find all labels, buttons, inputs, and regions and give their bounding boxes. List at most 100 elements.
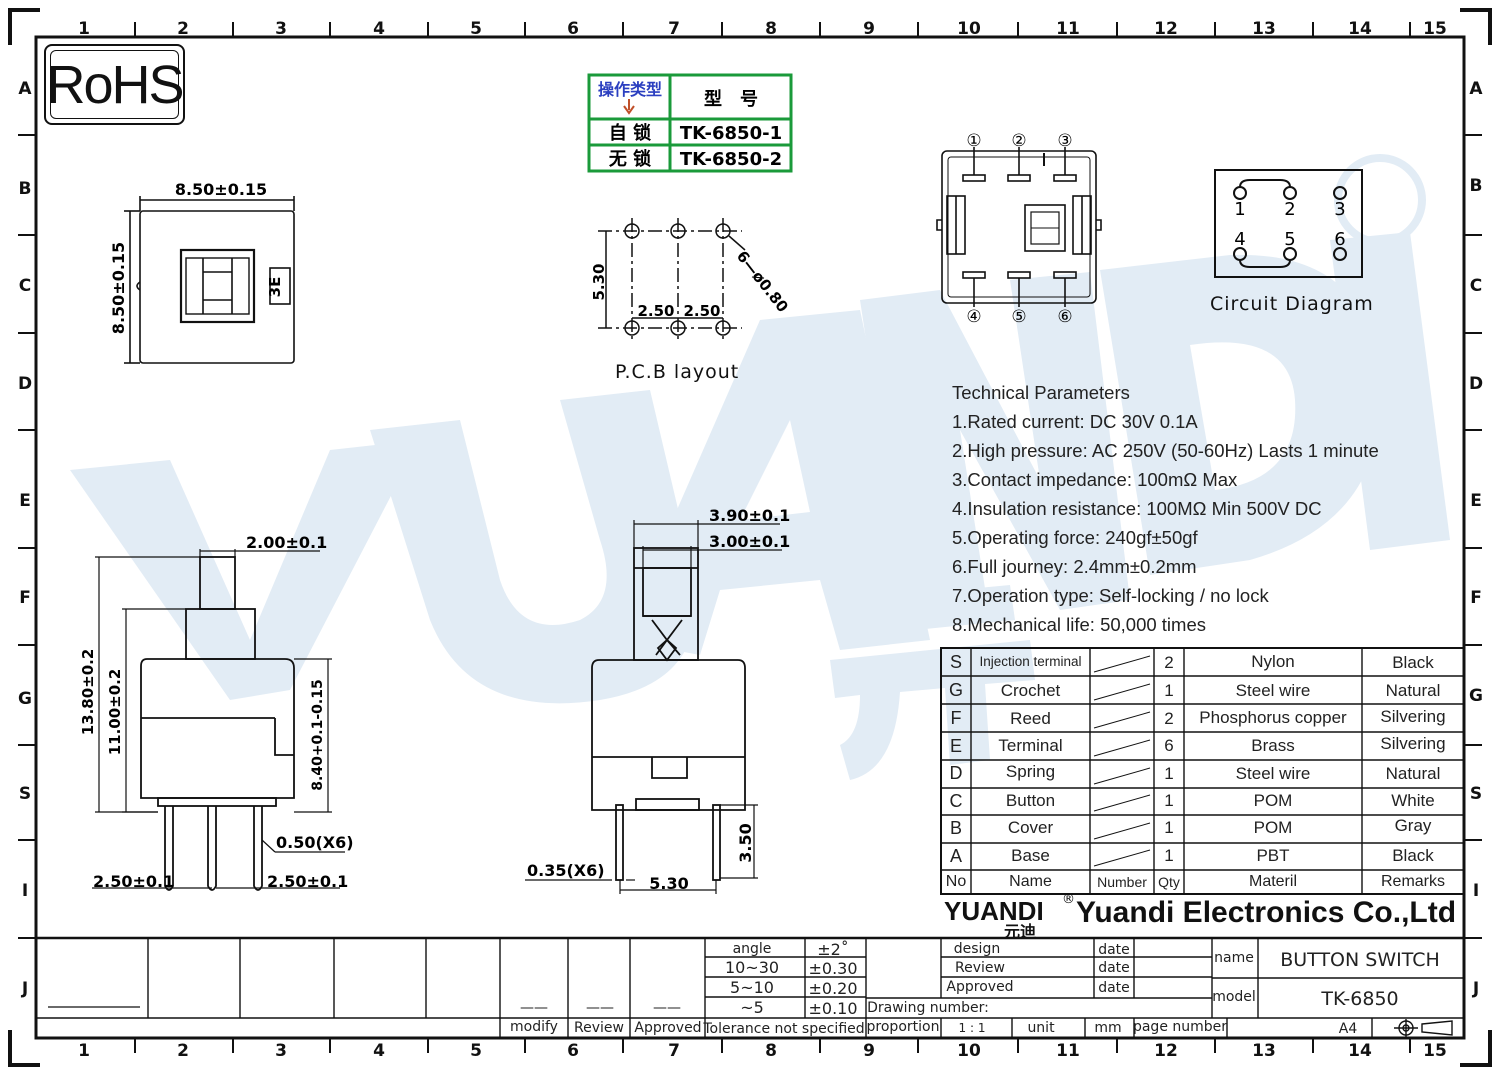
name-label: name xyxy=(1214,950,1254,966)
model-table: 操作类型 型 号 自 锁 TK-6850-1 无 锁 TK-6850-2 xyxy=(587,73,793,173)
bom-name: Terminal xyxy=(998,736,1063,755)
circuit-label: 3 xyxy=(1334,199,1345,220)
bom-remarks: Black xyxy=(1392,653,1434,672)
dim-body-height: 11.00±0.2 xyxy=(106,669,124,756)
bom-no: A xyxy=(949,846,962,866)
dim-pcb-spacing: 2.50 xyxy=(637,302,674,320)
col-label: 8 xyxy=(765,19,777,39)
col-label: 5 xyxy=(470,1041,482,1061)
col-label: 4 xyxy=(373,19,385,39)
bom-header-material: Materil xyxy=(1248,873,1297,890)
technical-item: 2.High pressure: AC 250V (50-60Hz) Lasts… xyxy=(952,440,1379,461)
tolerance-value: ±0.30 xyxy=(808,959,857,978)
company-logo: YUANDI xyxy=(944,896,1044,926)
dim-case-height: 8.40+0.1-0.15 xyxy=(310,679,326,790)
top-view xyxy=(124,196,295,364)
scale-value: 1 : 1 xyxy=(959,1021,986,1035)
row-label: C xyxy=(1470,276,1482,296)
bom-qty: 1 xyxy=(1164,764,1174,783)
technical-item: 1.Rated current: DC 30V 0.1A xyxy=(952,411,1198,432)
model-table-header-model: 型 号 xyxy=(704,88,758,110)
dim-pin-height: 3.50 xyxy=(736,823,755,862)
dim-pitch-right: 2.50±0.1 xyxy=(267,872,348,891)
bom-no: B xyxy=(949,818,962,838)
col-label: 15 xyxy=(1423,19,1447,39)
circuit-label: 2 xyxy=(1284,199,1295,220)
tolerance-label: angle xyxy=(733,941,772,957)
dim-total-height: 13.80±0.2 xyxy=(79,649,97,736)
col-label: 5 xyxy=(470,19,482,39)
date-label: date xyxy=(1098,942,1130,958)
dash: —— xyxy=(653,1000,681,1016)
row-label: I xyxy=(1473,881,1479,901)
bom-no: D xyxy=(949,763,963,783)
model-table-cell: TK-6850-1 xyxy=(680,123,782,144)
pin-label: ④ xyxy=(966,307,981,327)
bom-no: E xyxy=(949,736,962,756)
proportion-label: proportion xyxy=(867,1019,940,1035)
row-label: A xyxy=(1469,79,1483,99)
modify-label: modify xyxy=(510,1019,558,1035)
review-label: Review xyxy=(574,1020,624,1036)
col-label: 11 xyxy=(1056,19,1080,39)
model-table-header-type: 操作类型 xyxy=(598,80,662,99)
col-label: 12 xyxy=(1154,19,1178,39)
bom-qty: 1 xyxy=(1164,791,1174,810)
technical-item: 7.Operation type: Self-locking / no lock xyxy=(952,585,1269,606)
bom-name: Crochet xyxy=(1000,681,1061,700)
model-table-cell: 无 锁 xyxy=(609,148,651,170)
bom-no: F xyxy=(950,708,962,728)
dim-side-inner-width: 3.00±0.1 xyxy=(709,532,790,551)
col-label: 13 xyxy=(1252,1041,1276,1061)
date-label: date xyxy=(1098,960,1130,976)
col-label: 10 xyxy=(957,19,981,39)
bom-qty: 2 xyxy=(1164,709,1174,728)
dim-top-width: 8.50±0.15 xyxy=(175,180,267,199)
rohs-label: RoHS xyxy=(46,50,185,119)
tolerance-label: 5~10 xyxy=(730,978,774,997)
col-label: 2 xyxy=(177,1041,189,1061)
bom-remarks: Natural xyxy=(1385,681,1441,700)
row-label: B xyxy=(19,179,32,199)
row-label: B xyxy=(1470,176,1483,196)
technical-item: 3.Contact impedance: 100mΩ Max xyxy=(952,469,1238,490)
model-label: model xyxy=(1212,989,1256,1005)
bom-material: Steel wire xyxy=(1235,681,1311,700)
tolerance-label: ~5 xyxy=(740,998,764,1017)
tolerance-note: Tolerance not specified xyxy=(702,1021,864,1037)
bom-material: PBT xyxy=(1256,846,1290,865)
model-value: TK-6850 xyxy=(1320,988,1398,1010)
row-label: S xyxy=(19,784,31,804)
dash: —— xyxy=(520,1000,548,1016)
row-label: I xyxy=(22,881,28,901)
top-view-mark: 3E xyxy=(266,277,284,298)
col-label: 9 xyxy=(863,19,875,39)
row-label: S xyxy=(1470,784,1482,804)
col-label: 3 xyxy=(275,1041,287,1061)
page-number-label: page number xyxy=(1133,1019,1227,1035)
dash: —— xyxy=(586,1000,614,1016)
row-label: G xyxy=(1469,686,1483,706)
pin-view xyxy=(936,147,1102,307)
col-label: 7 xyxy=(668,19,680,39)
name-value: BUTTON SWITCH xyxy=(1280,949,1440,971)
bom-no: C xyxy=(949,791,963,811)
grid-ticks xyxy=(18,22,1482,1053)
row-label: D xyxy=(1469,374,1483,394)
row-label: D xyxy=(18,374,32,394)
tolerance-value: ±0.10 xyxy=(808,999,857,1018)
row-label: F xyxy=(1470,588,1482,608)
bom-remarks: White xyxy=(1391,791,1435,810)
bom-remarks: Silvering xyxy=(1380,734,1446,753)
col-label: 12 xyxy=(1154,1041,1178,1061)
bom-name: Button xyxy=(1005,791,1056,810)
date-label: date xyxy=(1098,980,1130,996)
col-label: 7 xyxy=(668,1041,680,1061)
col-label: 14 xyxy=(1348,19,1372,39)
circuit-label: 1 xyxy=(1234,199,1245,220)
row-label: A xyxy=(18,79,32,99)
bom-qty: 2 xyxy=(1164,653,1174,672)
col-label: 11 xyxy=(1056,1041,1080,1061)
col-label: 3 xyxy=(275,19,287,39)
company-logo-cn: 元迪 xyxy=(1004,922,1037,941)
